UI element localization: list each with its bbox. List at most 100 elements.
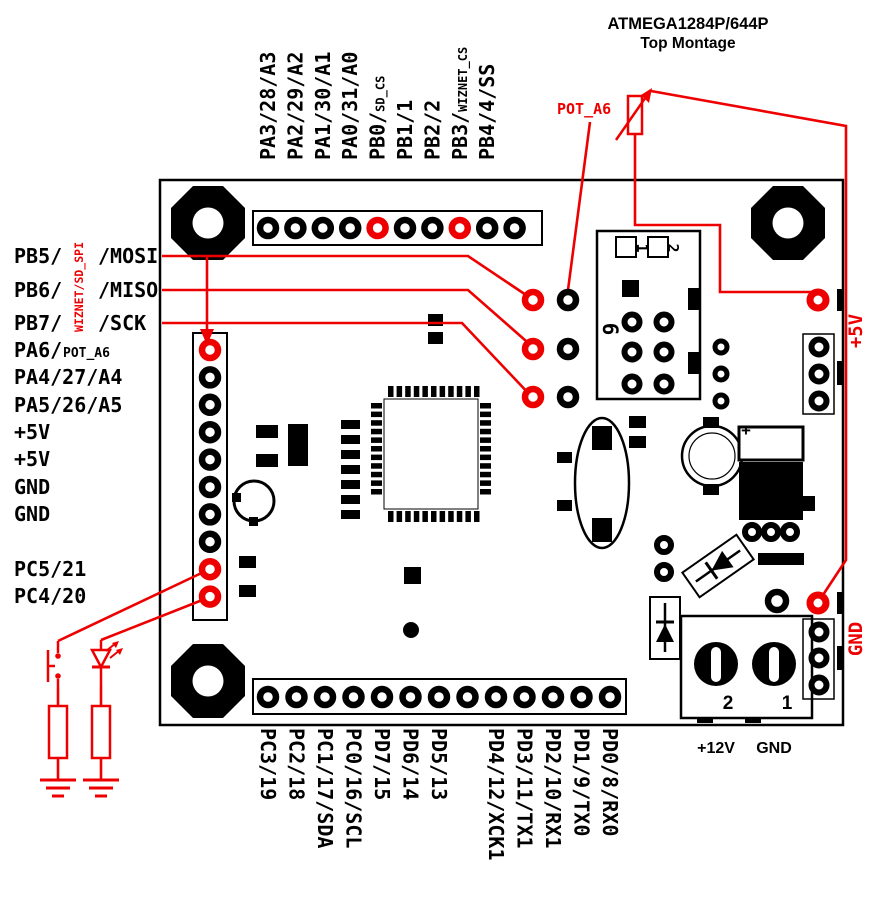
through-hole bbox=[808, 363, 830, 385]
mcu-pad bbox=[480, 420, 491, 426]
spi-note-label: WIZNET/SD_SPI bbox=[72, 242, 87, 332]
smd-pad bbox=[288, 424, 308, 466]
spi-jumper-pin bbox=[521, 385, 545, 409]
spi-jumper-pin bbox=[556, 337, 580, 361]
bottom-header-pin bbox=[513, 685, 536, 709]
bottom-pin-label: PD6/14 bbox=[399, 728, 423, 800]
bottom-pin-label: PD5/13 bbox=[427, 728, 451, 800]
left-pin-label: PA4/27/A4 bbox=[14, 365, 122, 389]
spi-jumper-pin bbox=[521, 337, 545, 361]
through-hole bbox=[654, 535, 674, 555]
resistor bbox=[47, 704, 69, 760]
mcu-pad bbox=[465, 511, 471, 522]
regulator-tab bbox=[737, 425, 805, 462]
voltage-regulator bbox=[737, 425, 805, 520]
bottom-pin-label: PD4/12/XCK1 bbox=[484, 728, 508, 860]
top-pin-label: PB0/SD_CS bbox=[366, 76, 390, 160]
left-header-pin bbox=[198, 393, 222, 417]
through-hole bbox=[808, 390, 830, 412]
mcu-pad bbox=[480, 411, 491, 418]
bottom-header-pin bbox=[399, 685, 422, 709]
left-header-pin bbox=[198, 366, 222, 389]
smd-pad bbox=[688, 288, 700, 310]
wire-sck bbox=[162, 321, 532, 397]
mcu-pad bbox=[371, 437, 382, 443]
capacitor-body bbox=[680, 424, 744, 488]
mcu-pad bbox=[371, 489, 382, 495]
left-pin-label: GND bbox=[14, 475, 50, 499]
top-header-pin bbox=[475, 216, 499, 240]
power-pad-slot bbox=[711, 647, 721, 682]
bottom-header-pin bbox=[598, 685, 622, 709]
top-header-pin bbox=[284, 216, 307, 240]
power-pin2-label: 2 bbox=[723, 693, 734, 714]
bottom-header-pin bbox=[370, 685, 394, 709]
through-hole bbox=[761, 522, 781, 542]
smd-pad bbox=[428, 332, 443, 344]
mcu-pad bbox=[480, 454, 491, 461]
smd-pad bbox=[592, 426, 612, 450]
mcu-pad bbox=[480, 480, 491, 486]
power-pin1-label: 1 bbox=[782, 693, 793, 714]
left-header-pin bbox=[198, 530, 222, 554]
left-header-pin bbox=[198, 503, 222, 526]
through-hole bbox=[621, 373, 643, 395]
electrolytic-capacitor bbox=[680, 424, 744, 488]
mcu-pad bbox=[371, 454, 382, 461]
through-hole bbox=[780, 522, 800, 542]
smd-pad bbox=[622, 280, 639, 297]
mcu-pad bbox=[413, 511, 420, 522]
mcu-pad bbox=[480, 403, 491, 409]
wire-pc4-to-led bbox=[100, 595, 211, 642]
left-header-pin bbox=[198, 475, 222, 499]
mcu-pad bbox=[371, 463, 382, 469]
top-header-pin bbox=[421, 216, 444, 240]
smd-pad bbox=[629, 416, 646, 428]
isp-pin6-label: 6 bbox=[598, 323, 622, 336]
smd-pad bbox=[703, 417, 719, 428]
smd-pad bbox=[647, 236, 669, 258]
crystal bbox=[573, 416, 631, 550]
mcu-pad bbox=[480, 428, 491, 435]
smd-pad bbox=[837, 592, 843, 614]
smd-pad bbox=[592, 518, 612, 542]
left-pin-label: PA6/ bbox=[14, 338, 62, 362]
pins-layer bbox=[198, 216, 830, 709]
through-hole bbox=[621, 341, 643, 363]
through-hole bbox=[808, 621, 830, 643]
mounting-hole-drill bbox=[192, 207, 224, 239]
bottom-header-pin bbox=[342, 685, 365, 709]
right-header-outline bbox=[802, 618, 835, 700]
smd-pad bbox=[249, 517, 258, 526]
power-gnd-label: GND bbox=[756, 740, 792, 757]
left-header-pin bbox=[198, 448, 222, 471]
through-hole bbox=[808, 674, 830, 696]
bottom-pin-label: PC1/17/SDA bbox=[313, 728, 337, 848]
smd-pad bbox=[239, 585, 256, 597]
bottom-pin-label: PC0/16/SCL bbox=[342, 728, 366, 848]
top-pin-label: PB4/4/SS bbox=[475, 64, 499, 160]
bottom-header-pin bbox=[456, 685, 479, 709]
mcu-pad bbox=[439, 386, 446, 397]
right-5v-label: +5V bbox=[845, 314, 867, 348]
left-header-pin bbox=[198, 557, 222, 581]
top-header-pin bbox=[393, 216, 417, 240]
left-header-pin bbox=[198, 338, 222, 362]
right-header-outline bbox=[802, 333, 835, 415]
wire-pc5-to-switch bbox=[57, 567, 211, 643]
through-hole bbox=[653, 341, 675, 363]
mounting-hole-drill bbox=[772, 207, 804, 239]
switch-icon bbox=[46, 641, 61, 688]
mcu-pad bbox=[480, 471, 491, 478]
through-hole bbox=[808, 336, 830, 358]
through-hole bbox=[712, 365, 730, 383]
top-pin-label: PB1/1 bbox=[393, 100, 417, 160]
potentiometer-icon bbox=[614, 88, 652, 141]
bottom-pin-label: PD0/8/RX0 bbox=[598, 728, 622, 836]
mcu-pad bbox=[439, 511, 446, 522]
mcu-pad bbox=[413, 386, 420, 397]
mcu-pad bbox=[465, 386, 471, 397]
board-title: ATMEGA1284P/644P bbox=[607, 15, 768, 33]
smd-pads bbox=[232, 236, 843, 723]
bottom-header-pin bbox=[541, 685, 565, 709]
